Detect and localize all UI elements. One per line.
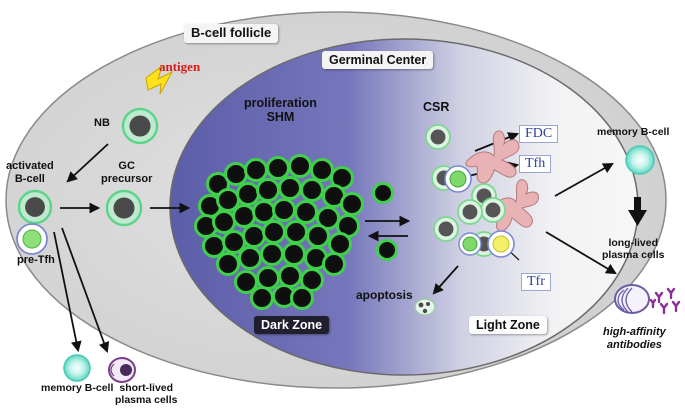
- arrow-nb-to-activated: [66, 143, 109, 183]
- proliferating-b-cell: [232, 204, 256, 228]
- lightning-icon: [145, 64, 174, 95]
- apoptotic-cell: [414, 298, 436, 316]
- naive-b-cell: [121, 107, 159, 145]
- proliferating-b-cell: [212, 210, 236, 234]
- proliferating-b-cell: [262, 220, 286, 244]
- tfr-label: Tfr: [521, 273, 551, 292]
- proliferating-b-cell: [194, 214, 218, 238]
- antibody-icon: [649, 287, 681, 315]
- tfh-cell: [458, 232, 482, 256]
- gc-precursor-cell: [105, 189, 143, 227]
- arrow-to-memory-right: [554, 162, 614, 197]
- memory-b-cell-right-label: memory B-cell: [597, 126, 670, 138]
- proliferating-b-cell: [272, 284, 296, 308]
- proliferating-b-cell: [310, 158, 334, 182]
- proliferating-b-cell: [266, 156, 290, 180]
- proliferating-b-cell: [284, 220, 308, 244]
- tfh-cell: [444, 165, 472, 193]
- proliferating-b-cell: [322, 252, 346, 276]
- proliferating-b-cell: [278, 264, 302, 288]
- proliferating-b-cell: [242, 224, 266, 248]
- fdc-label: FDC: [519, 125, 559, 144]
- proliferating-b-cell: [294, 200, 318, 224]
- follicle-label: B-cell follicle: [184, 24, 279, 43]
- memory-b-cell-right: [625, 145, 655, 175]
- proliferating-b-cell: [216, 252, 240, 276]
- pre-tfh-cell: [16, 223, 48, 255]
- proliferating-b-cell: [238, 246, 262, 270]
- proliferating-b-cell: [282, 242, 306, 266]
- proliferating-b-cell: [250, 286, 274, 310]
- proliferating-b-cell: [322, 184, 346, 208]
- tfr-cell: [487, 230, 515, 258]
- proliferating-b-cell: [336, 214, 360, 238]
- proliferating-b-cell: [278, 176, 302, 200]
- germinal-center-label: Germinal Center: [322, 51, 434, 70]
- nb-label: NB: [94, 117, 110, 129]
- proliferating-b-cell: [236, 182, 260, 206]
- proliferating-b-cell: [300, 178, 324, 202]
- proliferating-b-cell: [224, 162, 248, 186]
- short-lived-plasma-cell: [108, 357, 136, 383]
- arrow-to-antibody-cells: [545, 231, 617, 275]
- proliferating-b-cell: [202, 234, 226, 258]
- proliferating-b-cell: [216, 188, 240, 212]
- arrow-to-memory-bottom: [53, 231, 82, 353]
- proliferating-b-cell: [272, 198, 296, 222]
- proliferating-b-cell: [316, 206, 340, 230]
- activated-b-cell: [17, 189, 53, 225]
- migrating-b-cell: [376, 239, 398, 261]
- proliferating-b-cell: [290, 286, 314, 310]
- apoptosis-label: apoptosis: [356, 288, 413, 302]
- proliferating-b-cell: [244, 158, 268, 182]
- memory-b-cell-bottom: [63, 354, 91, 382]
- light-zone-b-cell: [425, 124, 451, 150]
- light-zone-label: Light Zone: [469, 316, 547, 335]
- proliferating-b-cell: [330, 166, 354, 190]
- arrow-to-shortlived: [61, 227, 110, 354]
- light-zone-b-cell: [433, 216, 459, 242]
- proliferating-b-cell: [288, 154, 312, 178]
- proliferating-b-cell: [234, 270, 258, 294]
- dark-zone-label: Dark Zone: [254, 316, 330, 335]
- proliferating-b-cell: [328, 232, 352, 256]
- proliferating-b-cell: [222, 230, 246, 254]
- arrow-to-apoptosis: [432, 265, 459, 295]
- long-lived-plasma-cell: [614, 284, 650, 314]
- cell-layer: [16, 107, 655, 382]
- tfh-label: Tfh: [519, 155, 552, 174]
- csr-label: CSR: [423, 100, 450, 114]
- proliferating-b-cell: [256, 266, 280, 290]
- light-zone-b-cell: [480, 197, 506, 223]
- proliferating-b-cell: [252, 200, 276, 224]
- migrating-b-cell: [372, 182, 394, 204]
- pre-tfh-label: pre-Tfh: [17, 254, 55, 266]
- antigen-label: antigen: [159, 59, 201, 74]
- proliferating-b-cell: [306, 224, 330, 248]
- light-zone-b-cell: [457, 199, 483, 225]
- proliferating-b-cell: [340, 192, 364, 216]
- arrow-memory-to-longlived: [628, 197, 647, 226]
- fdc-cell-upper: [465, 130, 520, 184]
- proliferating-b-cell: [256, 178, 280, 202]
- memory-b-cell-bottom-label: memory B-cell: [41, 382, 114, 394]
- proliferating-b-cell: [300, 268, 324, 292]
- proliferating-b-cell: [260, 242, 284, 266]
